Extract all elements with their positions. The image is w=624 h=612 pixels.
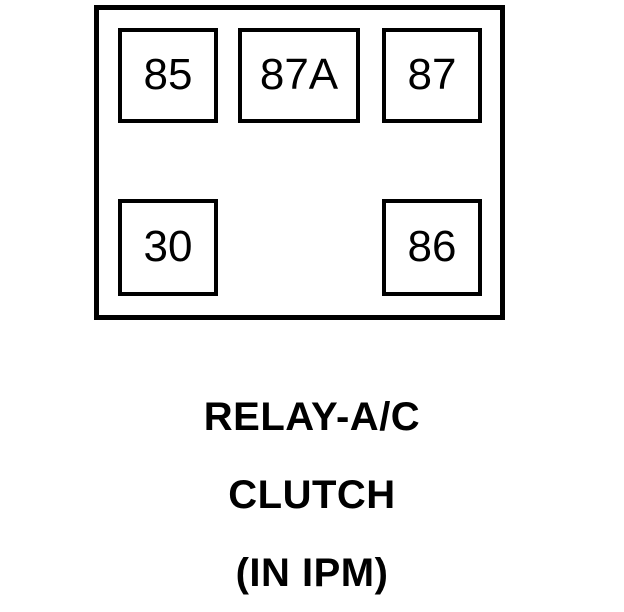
caption-line-relay-name: RELAY-A/C	[203, 395, 421, 439]
relay-terminal-86: 86	[382, 199, 482, 296]
terminal-label-87a: 87A	[259, 49, 339, 99]
terminal-label-85: 85	[143, 49, 193, 99]
terminal-label-86: 86	[407, 221, 457, 271]
caption-line-relay-location: (IN IPM)	[235, 551, 389, 595]
relay-terminal-30: 30	[118, 199, 218, 296]
terminal-label-30: 30	[143, 221, 193, 271]
terminal-label-87: 87	[407, 49, 457, 99]
relay-caption-block: RELAY-A/C CLUTCH (IN IPM)	[0, 378, 624, 612]
caption-line-relay-function: CLUTCH	[228, 473, 396, 517]
relay-terminal-87: 87	[382, 28, 482, 123]
relay-pinout-diagram: 85 87A 87 30 86	[94, 5, 505, 320]
relay-terminal-85: 85	[118, 28, 218, 123]
relay-terminal-87a: 87A	[238, 28, 360, 123]
